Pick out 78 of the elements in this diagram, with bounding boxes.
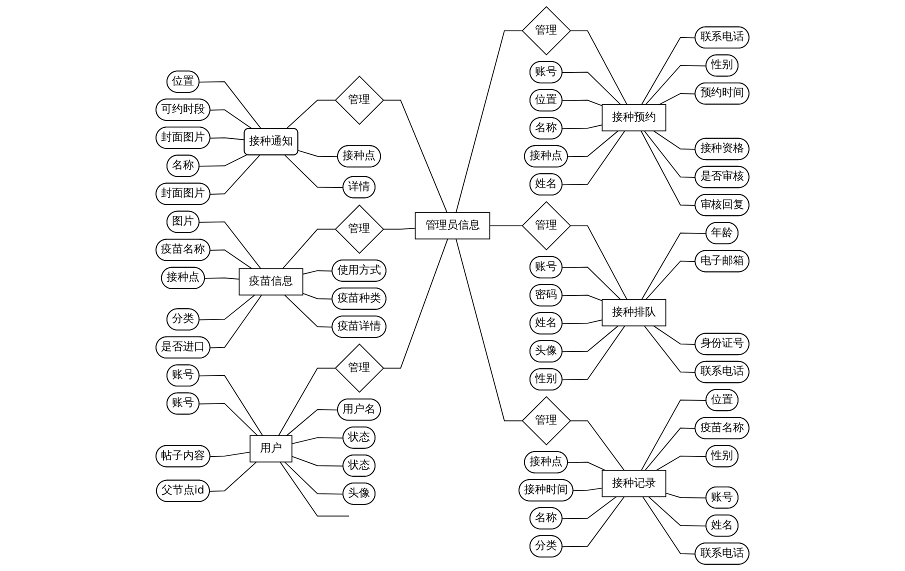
node-box [250,435,292,462]
node-diamond [334,344,384,393]
connector [284,462,344,495]
connector [562,320,603,324]
connector [282,228,336,270]
node-diamond [522,201,572,250]
connector [382,228,416,230]
connector [562,325,619,352]
connector [562,496,617,520]
node-box [602,299,666,326]
connector [210,294,262,348]
connector [645,260,696,300]
connector [210,154,260,195]
connector [562,266,621,300]
connector [562,124,603,130]
connector [302,270,333,275]
connector [286,100,336,130]
connector [644,325,696,373]
connector [570,30,628,105]
connector [199,403,258,436]
connector [292,456,344,466]
connector [642,496,696,554]
connector [210,452,250,457]
node-box [602,104,666,132]
connector [640,400,707,471]
connector [570,420,625,471]
node-box [602,470,666,498]
connector [562,294,603,302]
connector [382,238,448,369]
connector [644,428,696,471]
connector [286,409,338,436]
connector [567,462,606,471]
connector [204,278,240,280]
connector [489,225,522,226]
node-box [414,212,490,240]
connector [210,137,246,140]
connector [199,81,262,130]
connector [562,496,625,548]
node-diamond [334,204,384,254]
connector [658,93,696,105]
connector [648,496,707,526]
connector [292,437,344,444]
connector [302,292,333,300]
node-diamond [522,6,572,56]
connector [665,492,707,498]
connector [653,325,696,345]
connector [199,375,264,436]
connector [210,109,253,130]
connector [199,294,256,320]
connector [644,130,696,178]
connector [645,65,707,105]
connector [570,225,628,300]
connector [278,368,336,436]
node-diamond [522,396,572,446]
connector [209,462,257,492]
node-box [238,268,304,296]
connector [641,232,707,300]
connector [382,100,448,213]
connector [210,250,252,270]
node-diamond [334,76,384,125]
connector [280,462,350,516]
connector [284,294,333,328]
connector [562,100,603,106]
connector [199,154,248,167]
connector [298,150,338,158]
connector [641,37,696,105]
connector [284,154,344,188]
connector [199,221,262,270]
connector [456,30,522,213]
connector [653,130,696,150]
connector [572,488,603,492]
connector [640,130,696,206]
connector [562,325,626,380]
connector [567,130,619,158]
connector [562,130,626,186]
connector [656,456,707,471]
connector [562,72,621,105]
connector [456,238,522,422]
